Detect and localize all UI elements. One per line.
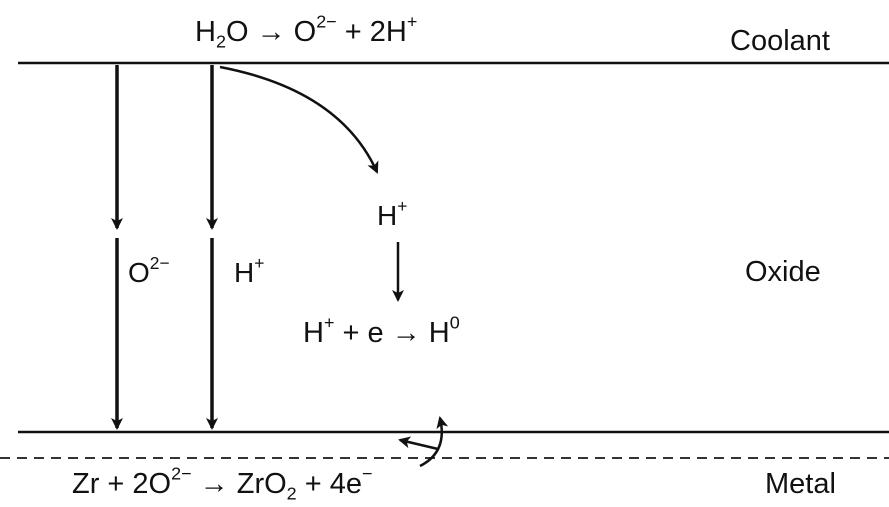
metal-label: Metal	[765, 468, 836, 500]
electron-transfer-arrow	[398, 436, 439, 451]
water-splitting-reaction: H2O → O2− + 2H+	[195, 11, 418, 52]
hydrogen-ion-label-middle: H+	[377, 195, 408, 231]
oxygen-ion-label: O2−	[128, 252, 170, 288]
oxide-label: Oxide	[745, 256, 821, 288]
hydrogen-ion-curved-arrow	[219, 65, 379, 174]
electron-transfer-curved-arrow	[419, 416, 449, 468]
hydrogen-reduction-reaction: H+ + e → H0	[303, 312, 460, 349]
coolant-label: Coolant	[730, 25, 830, 57]
hydrogen-ion-label-left: H+	[234, 252, 265, 288]
zirconium-oxidation-reaction: Zr + 2O2− → ZrO2 + 4e−	[72, 463, 373, 504]
